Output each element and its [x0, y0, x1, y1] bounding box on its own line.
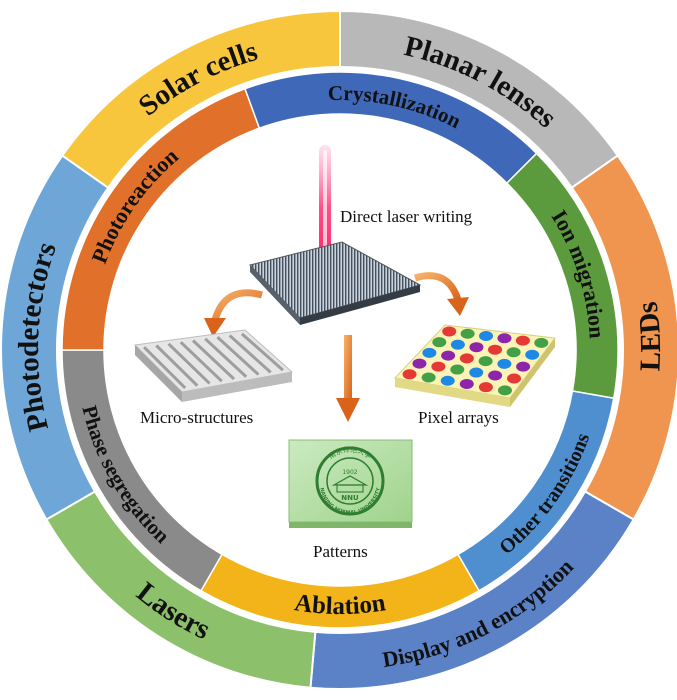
- pixel-dot: [442, 326, 457, 337]
- patterns-label: Patterns: [313, 542, 368, 561]
- groove: [179, 341, 223, 383]
- groove: [167, 342, 211, 385]
- pixel-dot: [497, 333, 512, 344]
- pixel-dot: [506, 347, 521, 358]
- pixel-dot: [421, 372, 436, 383]
- inner-mechanism-ring: [57, 67, 623, 633]
- pixel-dot: [450, 364, 465, 375]
- pixel-dot: [479, 331, 494, 342]
- arrow-to-patterns: [336, 335, 360, 422]
- groove: [216, 336, 260, 376]
- pixel-dot: [460, 328, 475, 339]
- pixel-dot: [525, 349, 540, 360]
- pixel-dot: [422, 347, 437, 358]
- arrow-to-pixel-arrays: [413, 272, 469, 316]
- groove: [240, 332, 284, 372]
- substrate-plate: [249, 241, 422, 325]
- pixel-dot: [440, 375, 455, 386]
- pixel-dot: [497, 385, 512, 396]
- pixel-dot: [441, 350, 456, 361]
- arrow-to-microstructures: [204, 289, 263, 337]
- laser-writing-label: Direct laser writing: [340, 207, 473, 226]
- pixel-dot: [432, 337, 447, 348]
- pixel-dot: [488, 344, 503, 355]
- pixel-dot: [497, 358, 512, 369]
- pixel-arrays-label: Pixel arrays: [418, 408, 499, 427]
- micro-structures-illustration: [133, 329, 294, 402]
- groove: [228, 334, 272, 374]
- outer-label: LEDs: [631, 300, 667, 372]
- groove: [143, 346, 187, 389]
- pixel-dot: [469, 367, 484, 378]
- pixel-dot: [515, 335, 530, 346]
- inner-label: Ablation: [293, 589, 388, 620]
- pixel-dot: [402, 369, 417, 380]
- pixel-dot: [478, 356, 493, 367]
- pixel-dot: [450, 339, 465, 350]
- micro-structures-label: Micro-structures: [140, 408, 253, 427]
- pixel-dot: [412, 358, 427, 369]
- pixel-dot: [459, 378, 474, 389]
- pixel-arrays-illustration: [393, 324, 556, 407]
- groove: [191, 339, 236, 381]
- patterns-tile: 南京师范大学 NANJING NORMAL UNIVERSITY 1902 NN…: [288, 439, 413, 528]
- logo-abbrev: NNU: [341, 494, 359, 502]
- pixel-dot: [431, 361, 446, 372]
- pixel-dot: [488, 370, 503, 381]
- pixel-dot: [459, 353, 474, 364]
- pixel-dot: [534, 337, 549, 348]
- pixel-dot: [507, 373, 522, 384]
- pixel-dot: [516, 361, 531, 372]
- groove: [204, 337, 248, 378]
- logo-year: 1902: [342, 469, 357, 476]
- pixel-dot: [469, 342, 484, 353]
- pixel-dot: [478, 382, 493, 393]
- groove: [155, 344, 199, 387]
